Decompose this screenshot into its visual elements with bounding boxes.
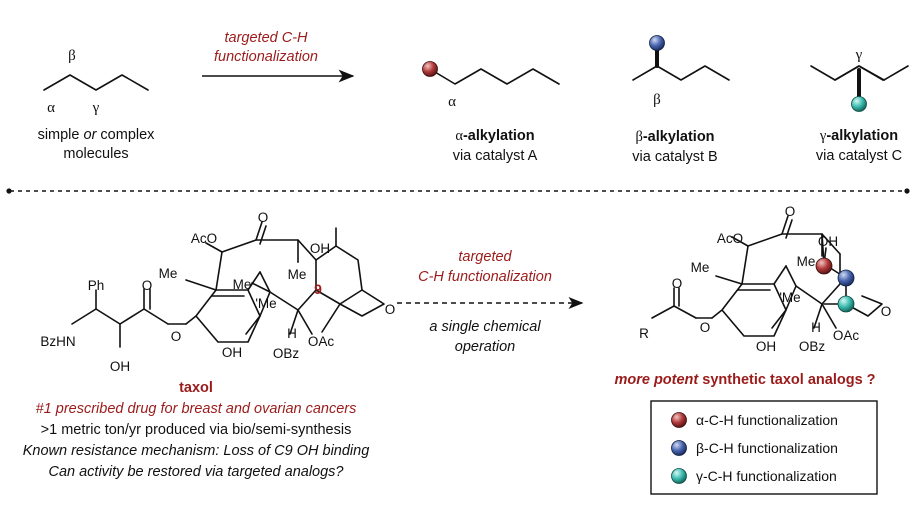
taxol-bzhn-label: BzHN: [40, 334, 75, 349]
taxol-bottom-oh-label: OH: [222, 345, 242, 360]
gamma-product-molecule: γ: [810, 47, 909, 112]
legend-alpha-ball-icon: [671, 412, 687, 428]
taxol-oxetane-o-label: O: [385, 302, 396, 317]
middle-arrow-label-line1: targeted: [458, 249, 512, 265]
taxol-oac-label: OAc: [308, 334, 335, 349]
substrate-beta-label: β: [68, 48, 76, 64]
substrate-caption-line2: molecules: [63, 146, 128, 162]
beta-catalyst-label: via catalyst B: [632, 149, 717, 165]
analog-structure: [651, 215, 883, 337]
analog-carbonyl-o-label: O: [672, 276, 683, 291]
beta-ball-icon: [649, 35, 665, 51]
analog-bridge-me-label: 'Me: [779, 290, 800, 305]
taxol-name: taxol: [179, 380, 213, 396]
substrate-gamma-label: γ: [92, 100, 100, 116]
analog-top-oh-label: OH: [818, 234, 838, 249]
alpha-product-molecule: α: [422, 61, 560, 110]
taxol-top-oh-label: OH: [310, 241, 330, 256]
gamma-position-label: γ: [855, 47, 863, 63]
taxol-link-o-label: O: [171, 329, 182, 344]
legend-beta-label: β-C-H functionalization: [696, 440, 838, 456]
analog-obz-label: OBz: [799, 339, 826, 354]
legend-box: α-C-H functionalization β-C-H functional…: [650, 400, 878, 495]
analog-h-label: H: [811, 320, 821, 335]
beta-product-molecule: β: [632, 35, 730, 108]
analog-gamma-ball-icon: [837, 295, 855, 313]
legend-gamma-label: γ-C-H functionalization: [696, 468, 837, 484]
analog-oac-label: OAc: [833, 328, 860, 343]
analog-aco-label: AcO: [717, 231, 743, 246]
beta-alkylation-title: β-alkylation: [635, 129, 714, 145]
middle-arrow-below-line2: operation: [455, 339, 515, 355]
substrate-molecule: β α γ: [43, 48, 149, 116]
top-arrow-label-line2: functionalization: [214, 49, 318, 65]
analog-alpha-ball-icon: [815, 257, 833, 275]
taxol-side-oh-label: OH: [110, 359, 130, 374]
taxol-ketone-o-label: O: [258, 210, 269, 225]
alpha-alkylation-title: α-alkylation: [455, 128, 534, 144]
taxol-top-me-label: Me: [288, 267, 307, 282]
legend-alpha-label: α-C-H functionalization: [696, 412, 838, 428]
taxol-structure: [71, 221, 385, 348]
alpha-position-label: α: [448, 94, 456, 110]
alpha-catalyst-label: via catalyst A: [453, 148, 538, 164]
taxol-bridge-me-label: Me: [233, 277, 252, 292]
taxol-caption-line4: Can activity be restored via targeted an…: [48, 464, 344, 480]
analog-link-o-label: O: [700, 320, 711, 335]
substrate-alpha-label: α: [47, 100, 55, 116]
taxol-caption-line2: >1 metric ton/yr produced via bio/semi-s…: [41, 422, 352, 438]
alpha-ball-icon: [422, 61, 438, 77]
analog-caption: more potent synthetic taxol analogs ?: [614, 372, 875, 388]
taxol-left-me-label: Me: [159, 266, 178, 281]
analog-left-me-label: Me: [691, 260, 710, 275]
top-arrow-label-line1: targeted C-H: [224, 30, 308, 46]
taxol-c9-label: 9: [314, 281, 322, 297]
gamma-alkylation-title: γ-alkylation: [819, 128, 898, 144]
gamma-catalyst-label: via catalyst C: [816, 148, 902, 164]
middle-arrow-label-line2: C-H functionalization: [418, 269, 552, 285]
analog-bottom-oh-label: OH: [756, 339, 776, 354]
analog-ketone-o-label: O: [785, 204, 796, 219]
taxol-bridge-me2-label: 'Me: [255, 296, 276, 311]
taxol-obz-label: OBz: [273, 346, 300, 361]
analog-r-label: R: [639, 326, 649, 341]
taxol-aco-label: AcO: [191, 231, 217, 246]
taxol-h-label: H: [287, 326, 297, 341]
analog-oxetane-o-label: O: [881, 304, 892, 319]
gamma-ball-icon: [851, 96, 867, 112]
substrate-caption-line1: simple or complex: [38, 127, 156, 143]
legend-gamma-ball-icon: [671, 468, 687, 484]
analog-beta-ball-icon: [837, 269, 855, 287]
taxol-caption-line1: #1 prescribed drug for breast and ovaria…: [36, 401, 357, 417]
analog-top-me-label: Me: [797, 254, 816, 269]
middle-arrow-below-line1: a single chemical: [429, 319, 541, 335]
taxol-ph-label: Ph: [88, 278, 105, 293]
beta-position-label: β: [653, 92, 661, 108]
section-divider: [6, 188, 910, 194]
legend-beta-ball-icon: [671, 440, 687, 456]
taxol-caption-line3: Known resistance mechanism: Loss of C9 O…: [23, 443, 370, 459]
taxol-ester-o-label: O: [142, 278, 153, 293]
